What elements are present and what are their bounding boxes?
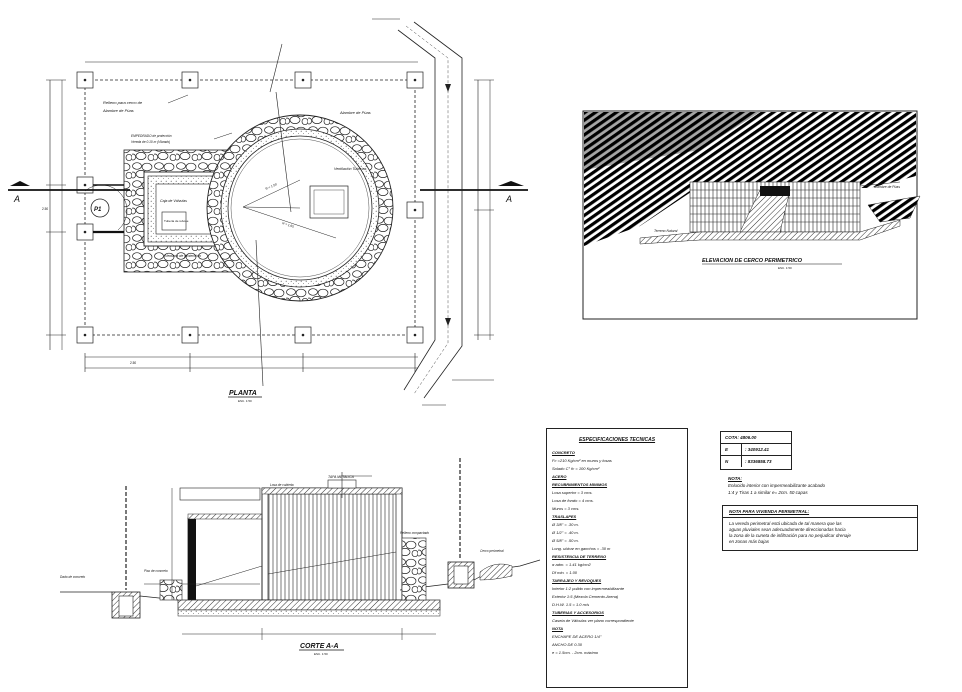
- spec-heading: ACERO: [552, 474, 567, 479]
- spec-line: ENCHAPE DE ACERO 1/4": [552, 634, 602, 639]
- spec-line: D.H.W. 1.5 = 1.0 m/s: [552, 602, 590, 607]
- spec-line: Long. ubicar en ganchos = .30 m: [552, 546, 611, 551]
- spec-line: Exterior 1:5 (Mezcla Cemento-Arena): [552, 594, 619, 599]
- cota-title: COTA: 4806.00: [721, 432, 791, 444]
- elevation-label-right: Alambre de Púas: [873, 185, 900, 189]
- label-caja-valvulas: Caja de Válvulas: [160, 199, 187, 203]
- spec-line: ANCHO DE 0.30: [552, 642, 583, 647]
- elevation-view: Terreno Natural Alambre de Púas ELEVACIO…: [582, 110, 921, 320]
- note-line: 1:4 y Tiras 1 a similar e= 2cm. 50 capas: [728, 490, 808, 495]
- spec-heading: NOTA: [552, 626, 564, 631]
- section-scale: ESC. 1:50: [314, 652, 328, 656]
- section-mark-right: A: [505, 194, 512, 204]
- elevation-title: ELEVACION DE CERCO PERIMETRICO: [702, 258, 803, 264]
- section-label-piso: Piso de concreto: [144, 569, 168, 573]
- plan-view: P1 A A Relleno para cerco de Alambre de …: [8, 18, 528, 406]
- dim-r2: R = 1.65: [282, 221, 295, 229]
- spec-line: Muros = 3 cms.: [552, 506, 580, 511]
- spec-heading: TARRAJEO Y REVOQUES: [552, 578, 602, 583]
- spec-line: Losa de fondo = 4 cms.: [552, 498, 594, 503]
- cota-row-n: N: 8336858.73: [721, 456, 791, 467]
- fence-note-title: NOTA PARA VIVIENDA PERIMETRAL:: [723, 506, 917, 518]
- spec-line: Caseta de Válvulas ver plano correspondi…: [552, 618, 634, 623]
- section-label-losa: Losa de cubierta: [270, 483, 294, 487]
- spec-line: Losa superior = 3 cms.: [552, 490, 593, 495]
- section-label-cerco: Cerco perimetral: [480, 549, 504, 553]
- section-label-relleno: Relleno compactado: [400, 531, 429, 535]
- section-title: CORTE A-A: [300, 643, 339, 650]
- section-view: TAPA METALICA Losa de cubierta Cerco per…: [60, 458, 541, 656]
- fence-note-line: la zona de la cuneta de infiltración par…: [729, 533, 851, 538]
- spec-line: Ø 5/8" = .50 m.: [552, 538, 579, 543]
- fence-note-line: en zonas más bajas: [729, 539, 770, 544]
- spec-heading: RESISTENCIA DE TERRENO: [552, 554, 607, 559]
- section-label-tapa: TAPA METALICA: [328, 475, 355, 479]
- label-vereda: Vereda de 0.10 m (Vibrado): [131, 140, 170, 144]
- fence-note-line: aguas pluviales sean adecuadamente direc…: [729, 527, 846, 532]
- spec-heading: TUBERIAS Y ACCESORIOS: [552, 610, 604, 615]
- dim-side: 2.50: [42, 207, 48, 211]
- elevation-label-left: Terreno Natural: [654, 229, 678, 233]
- spec-line: Df min. = 1.00: [552, 570, 578, 575]
- spec-line: Ø 1/2" = .40 m.: [552, 530, 579, 535]
- cota-row-e-value: : 340912.41: [745, 447, 770, 452]
- spec-line: e = 1.5cm. - 2cm. máximo: [552, 650, 599, 655]
- spec-line: Solado C° fc = 100 Kg/cm²: [552, 466, 600, 471]
- spec-line: Ø 3/8" = .30 m.: [552, 522, 579, 527]
- fence-note-box: NOTA PARA VIVIENDA PERIMETRAL: La vereda…: [722, 505, 918, 551]
- specifications-title: ESPECIFICACIONES TECNICAS: [578, 437, 656, 443]
- specifications-box: ESPECIFICACIONES TECNICAS CONCRETO Fc =21…: [546, 428, 688, 688]
- label-ventana: Ventana de protección: [165, 254, 201, 258]
- plan-scale: ESC. 1:50: [238, 399, 252, 403]
- elevation-scale: ESC. 1:50: [778, 266, 792, 270]
- spec-heading: CONCRETO: [552, 450, 575, 455]
- fence-note-line: La vereda perimetral está ubicada de tal…: [729, 521, 842, 526]
- label-ventilacion: Ventilación Tuberías: [334, 167, 367, 171]
- cota-row-n-key: N: [725, 456, 742, 467]
- spec-heading: RECUBRIMIENTOS MINIMOS: [552, 482, 608, 487]
- note-line: Enlucido interior con impermeabilizante …: [728, 483, 826, 488]
- spec-line: Interior 1:2 pulido con impermeabilizant…: [552, 586, 625, 591]
- cota-row-n-value: : 8336858.73: [745, 459, 772, 464]
- spec-heading: TRASLAPES: [552, 514, 577, 519]
- spec-line: Fc =210 Kg/cm² en muros y losas: [552, 458, 612, 463]
- p1-label: P1: [94, 207, 102, 213]
- dim-r1: R = 1.50: [265, 182, 278, 191]
- label-alambre-right: Alambre de Púas: [339, 110, 371, 115]
- label-empedrado: EMPEDRADO de protección: [131, 134, 172, 138]
- label-alambre-left: Alambre de Púas: [102, 108, 134, 113]
- label-tuberia: Tubería de rebose: [164, 219, 189, 223]
- fence-note-body: La vereda perimetral está ubicada de tal…: [723, 518, 917, 548]
- label-relleno: Relleno para cerco de: [103, 100, 143, 105]
- cota-row-e-key: E: [725, 444, 742, 455]
- plan-title: PLANTA: [229, 390, 257, 397]
- cota-row-e: E: 340912.41: [721, 444, 791, 456]
- spec-line: σ adm. = 1.41 kg/cm2: [552, 562, 591, 567]
- note-title: NOTA:: [728, 476, 742, 481]
- dim-bottom: 2.50: [130, 361, 136, 365]
- section-mark-left: A: [13, 194, 20, 204]
- note-block: NOTA: Enlucido interior con impermeabili…: [728, 475, 825, 496]
- cota-box: COTA: 4806.00 E: 340912.41 N: 8336858.73: [720, 431, 792, 470]
- section-label-dado: Dado de concreto: [60, 575, 85, 579]
